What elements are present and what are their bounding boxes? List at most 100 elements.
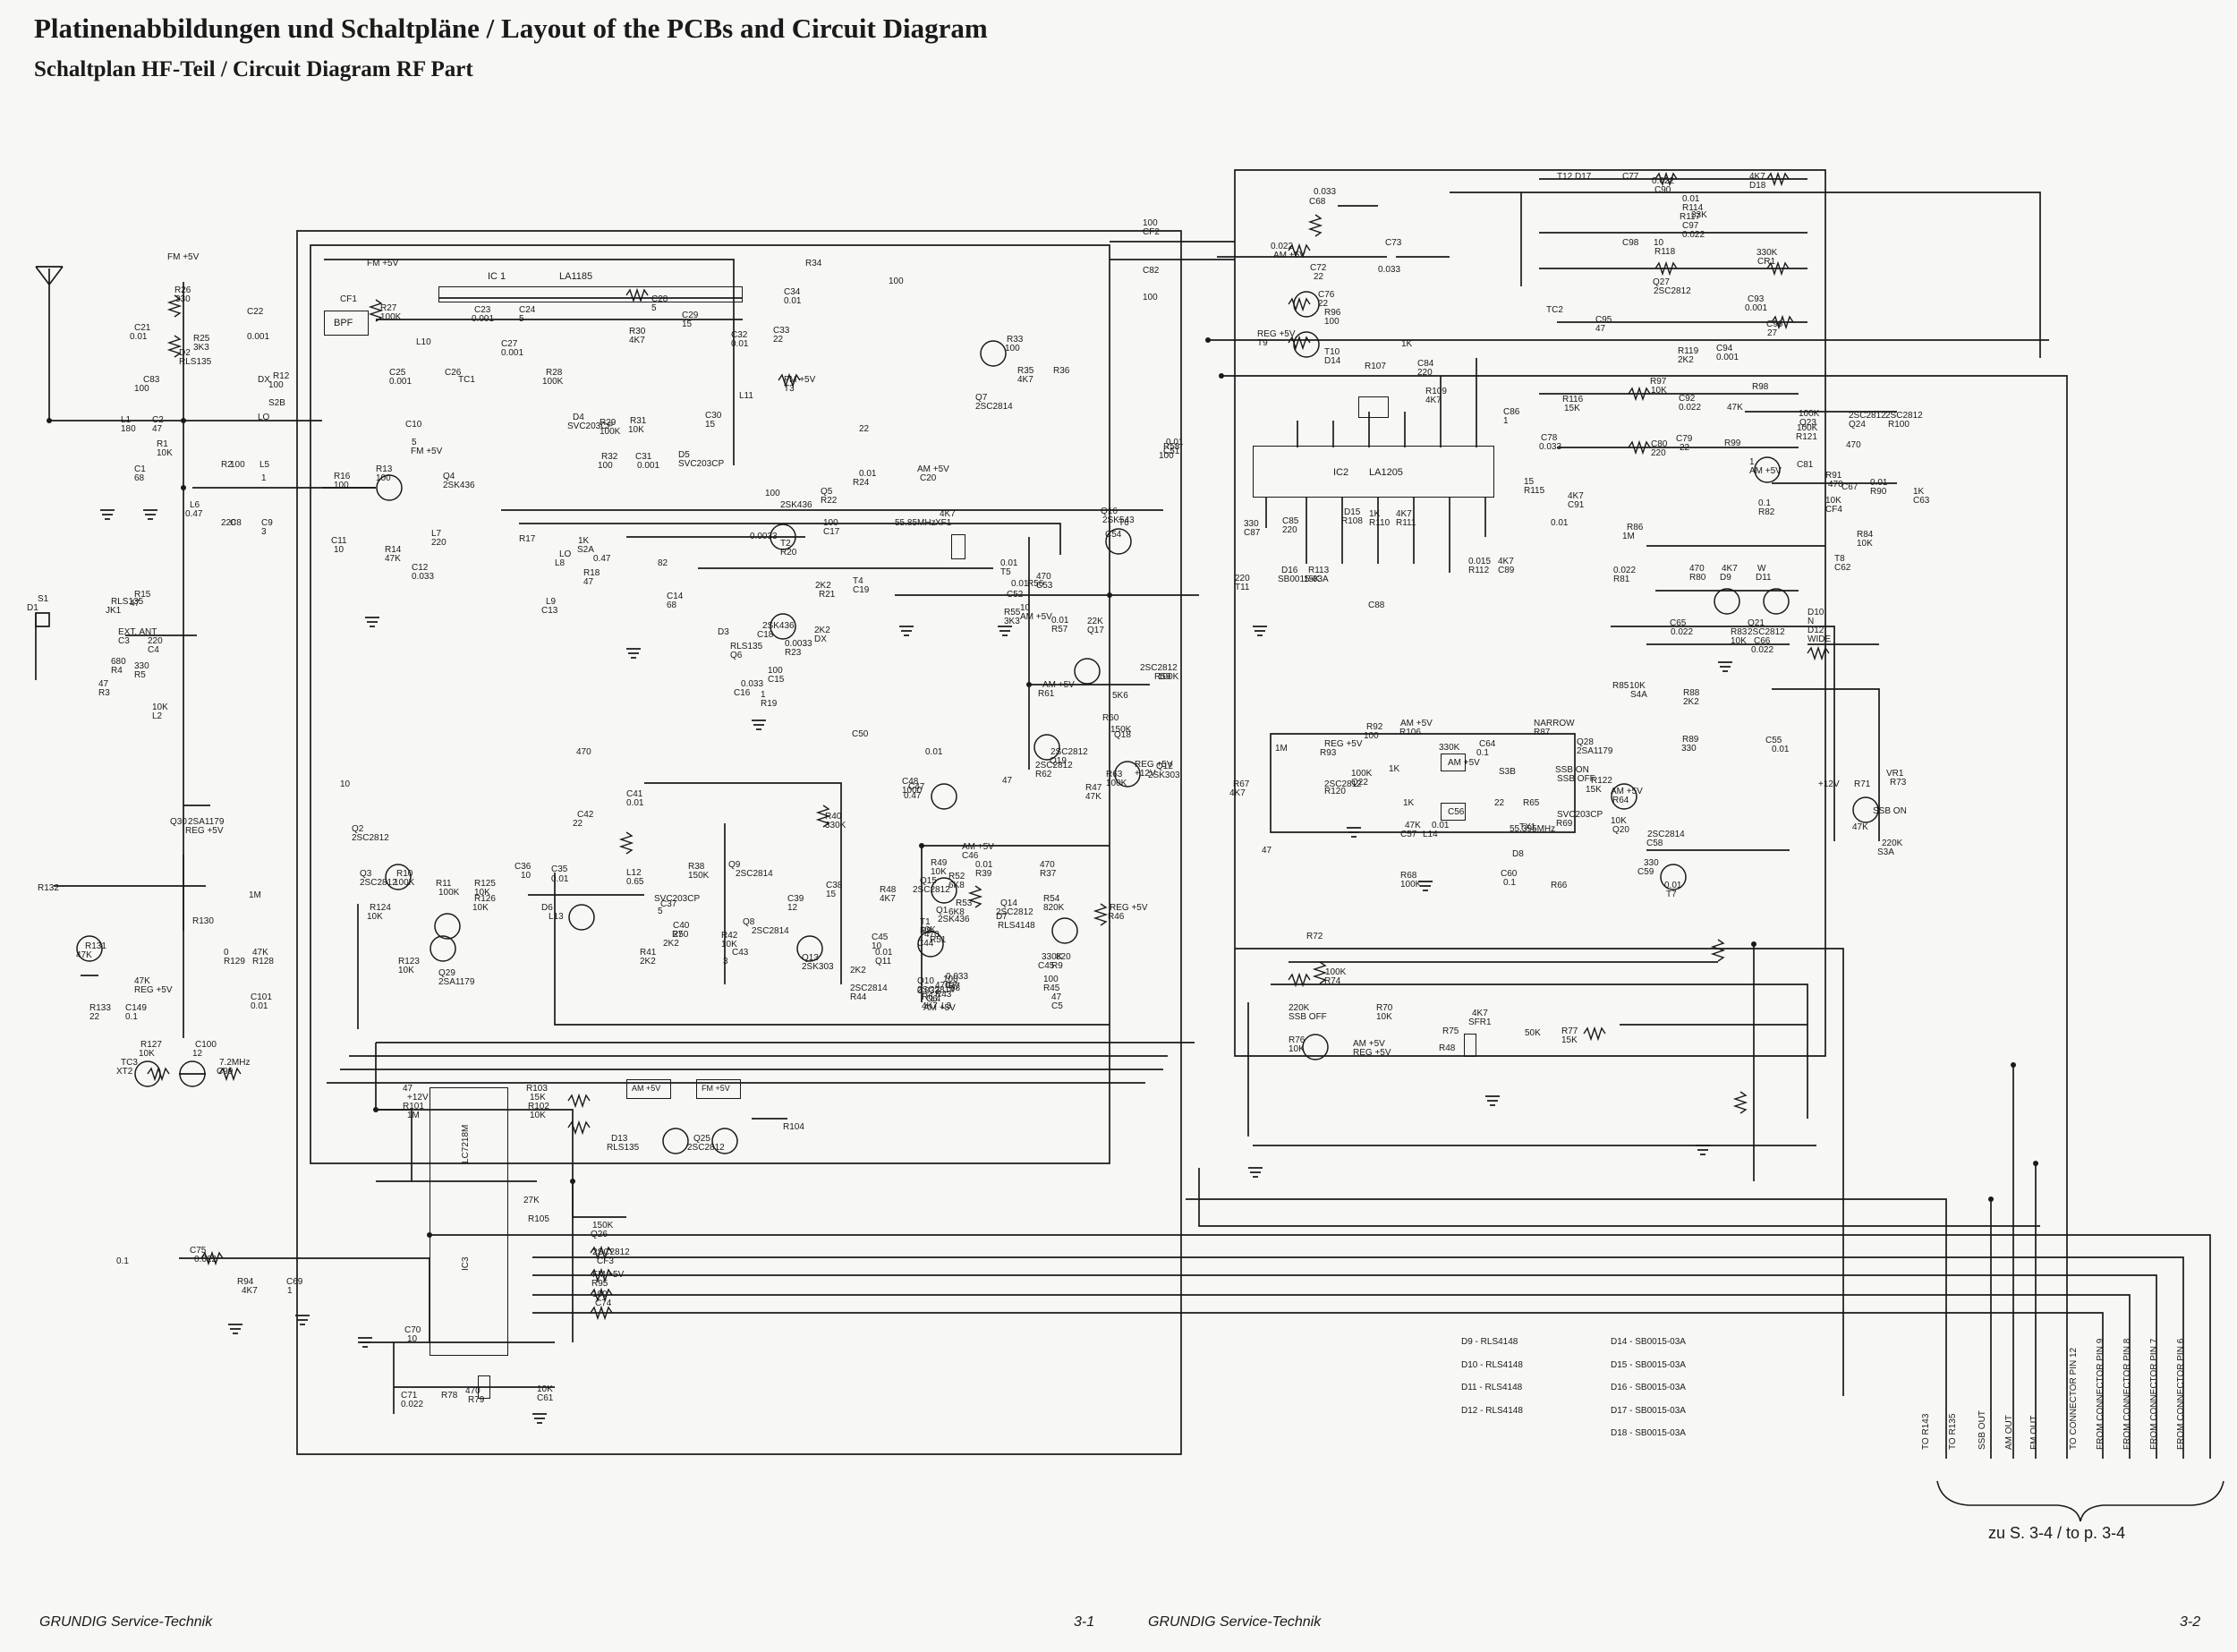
component-label: Q17 <box>1087 626 1104 635</box>
connector-label: FROM CONNECTOR PIN 8 <box>2122 1338 2132 1450</box>
component-label: R2 <box>221 460 233 470</box>
component-label: 0.01 <box>925 747 943 757</box>
component-label: 15 <box>705 420 716 430</box>
component-label: R114 <box>1682 203 1704 213</box>
component-label: 68 <box>950 984 961 993</box>
component-label: 100K <box>1797 423 1818 433</box>
component-label: T10 <box>1324 347 1340 357</box>
component-label: 0.01 <box>731 339 749 349</box>
component-label: R80 <box>1689 573 1706 583</box>
component-label: 470 <box>465 1386 481 1396</box>
component-label: R38 <box>688 862 705 872</box>
component-label: C80 <box>1651 439 1668 449</box>
bpf-label: BPF <box>334 318 353 328</box>
component-label: 82 <box>658 558 668 568</box>
component-label: AM +5V <box>1611 787 1643 796</box>
component-label: 0.022 <box>1613 566 1637 575</box>
component-label: 10K <box>1289 1044 1305 1054</box>
component-label: R7 <box>948 982 960 992</box>
component-label: Q22 <box>1351 778 1368 788</box>
component-label: Q20 <box>1612 825 1629 835</box>
component-label: C50 <box>852 729 869 739</box>
component-label: 0.0033 <box>750 532 778 541</box>
component-label: R69 <box>1556 819 1573 829</box>
component-label: 0.01 <box>1011 579 1029 589</box>
component-label: REG +5V <box>1324 739 1363 749</box>
component-label: 4K7 <box>1722 564 1738 574</box>
component-label: R14 <box>385 545 402 555</box>
component-label: L14 <box>1423 830 1438 839</box>
component-label: 2K2 <box>850 966 866 975</box>
component-label: 2K2 <box>640 957 656 967</box>
component-label: R64 <box>1612 796 1629 805</box>
component-label: 15 <box>1524 477 1535 487</box>
ic2-name: IC2 <box>1333 467 1349 478</box>
component-label: 820K <box>1043 903 1065 913</box>
component-label: C21 <box>134 323 151 333</box>
component-label: 10 <box>340 779 351 789</box>
component-label: 22 <box>1494 798 1505 808</box>
component-label: Q15 <box>920 876 937 886</box>
component-label: R68 <box>1400 871 1417 881</box>
component-label: 0.01 <box>1166 438 1184 447</box>
component-label: D3 <box>718 627 729 637</box>
component-label: 2K2 <box>815 581 831 591</box>
component-label: C97 <box>1682 221 1699 231</box>
cf4-box <box>1441 754 1466 771</box>
component-label: R107 <box>1365 362 1386 371</box>
component-label: 3 <box>723 957 728 967</box>
component-label: Q13 <box>802 953 819 963</box>
xt2-box <box>478 1375 490 1399</box>
component-label: 10K <box>157 448 173 458</box>
component-label: S4A <box>1630 690 1647 700</box>
component-label: 15K <box>1561 1035 1578 1045</box>
component-label: C8 <box>230 518 242 528</box>
component-label: 100 <box>1364 731 1379 741</box>
component-label: 100 <box>765 489 780 498</box>
legend-left-item: D11 - RLS4148 <box>1461 1383 1523 1392</box>
component-label: 330K <box>1042 952 1063 962</box>
component-label: L13 <box>549 912 564 922</box>
component-label: C82 <box>1143 266 1160 276</box>
component-label: 10K <box>1825 496 1841 506</box>
tx1-box <box>1464 1034 1476 1057</box>
component-label: 0.01 <box>1551 518 1569 528</box>
component-label: C79 <box>1676 434 1693 444</box>
component-label: 47K <box>1852 822 1868 832</box>
component-label: R75 <box>1442 1026 1459 1036</box>
component-label: 150K <box>1110 725 1132 735</box>
component-label: 2SC2812 <box>1324 779 1362 789</box>
component-label: R36 <box>1053 366 1070 376</box>
component-label: C41 <box>626 789 643 799</box>
component-label: S3B <box>1499 767 1516 777</box>
component-label: 47K <box>385 554 401 564</box>
component-label: T5 <box>1000 567 1011 577</box>
component-label: R84 <box>1857 530 1874 540</box>
component-label: R132 <box>38 883 59 893</box>
component-label: R118 <box>1654 247 1676 257</box>
component-label: 3K3 <box>193 343 209 353</box>
component-label: R104 <box>783 1122 804 1132</box>
component-label: 2SC2814 <box>736 869 773 879</box>
component-label: 100 <box>1005 344 1020 353</box>
component-label: 22 <box>89 1012 100 1022</box>
component-label: R89 <box>1682 735 1699 745</box>
component-label: FM +5V <box>411 447 443 456</box>
component-label: C6 <box>926 994 938 1004</box>
component-label: W <box>1757 564 1766 574</box>
component-label: 27 <box>1767 328 1778 338</box>
component-label: AM +5V <box>1749 466 1782 476</box>
component-label: 4K7 <box>1472 1009 1488 1018</box>
component-label: C31 <box>635 452 652 462</box>
component-label: Q26 <box>591 1230 608 1239</box>
component-label: 4K7 <box>242 1286 258 1296</box>
component-label: 10K <box>472 903 489 913</box>
component-label: 100 <box>1043 975 1059 984</box>
component-label: 4K7 <box>1396 509 1412 519</box>
component-label: R108 <box>1341 516 1363 526</box>
component-label: R105 <box>528 1214 549 1224</box>
component-label: 6K8 <box>948 907 965 917</box>
component-label: 0.01 <box>130 332 148 342</box>
component-label: WIDE <box>1807 634 1832 644</box>
